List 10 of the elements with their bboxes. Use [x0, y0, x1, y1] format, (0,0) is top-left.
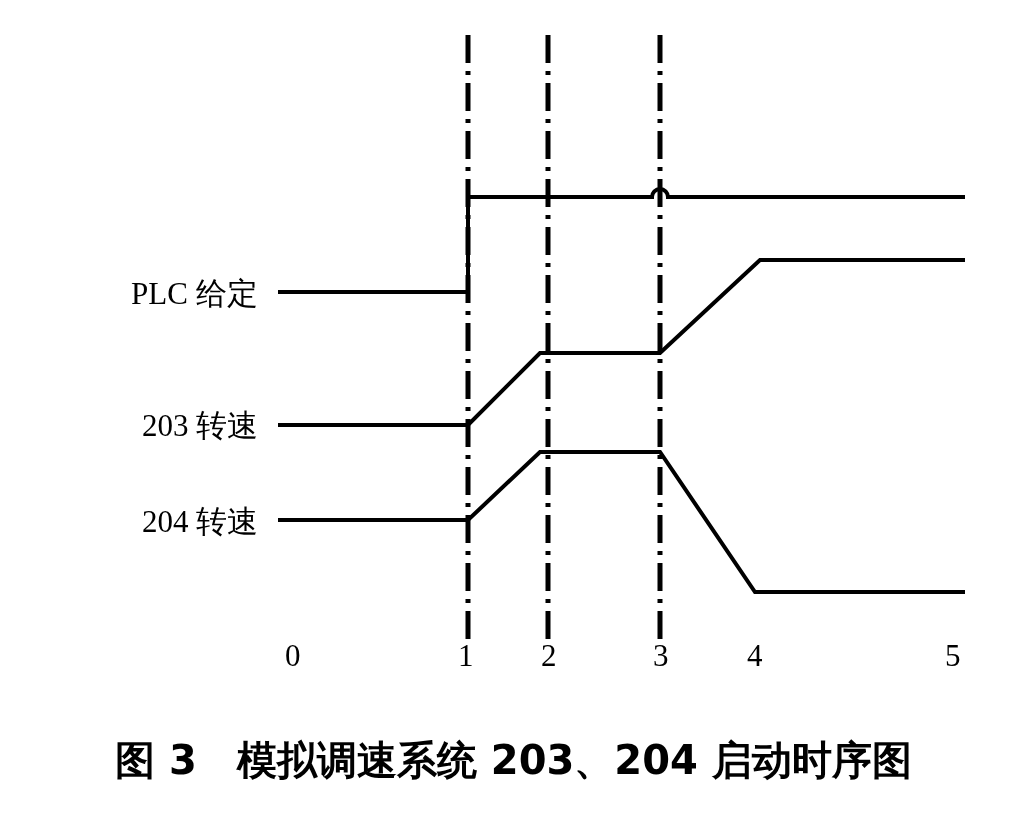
tick-label: 2	[541, 640, 557, 671]
signal-label: PLC 给定	[131, 278, 258, 309]
tick-label: 0	[285, 640, 301, 671]
tick-label: 3	[653, 640, 669, 671]
tick-label: 4	[747, 640, 763, 671]
signal-label: 203 转速	[142, 410, 259, 441]
tick-label: 5	[945, 640, 961, 671]
tick-label: 1	[458, 640, 474, 671]
signal-label: 204 转速	[142, 506, 259, 537]
caption: 图 3 模拟调速系统 203、204 启动时序图	[115, 737, 912, 783]
